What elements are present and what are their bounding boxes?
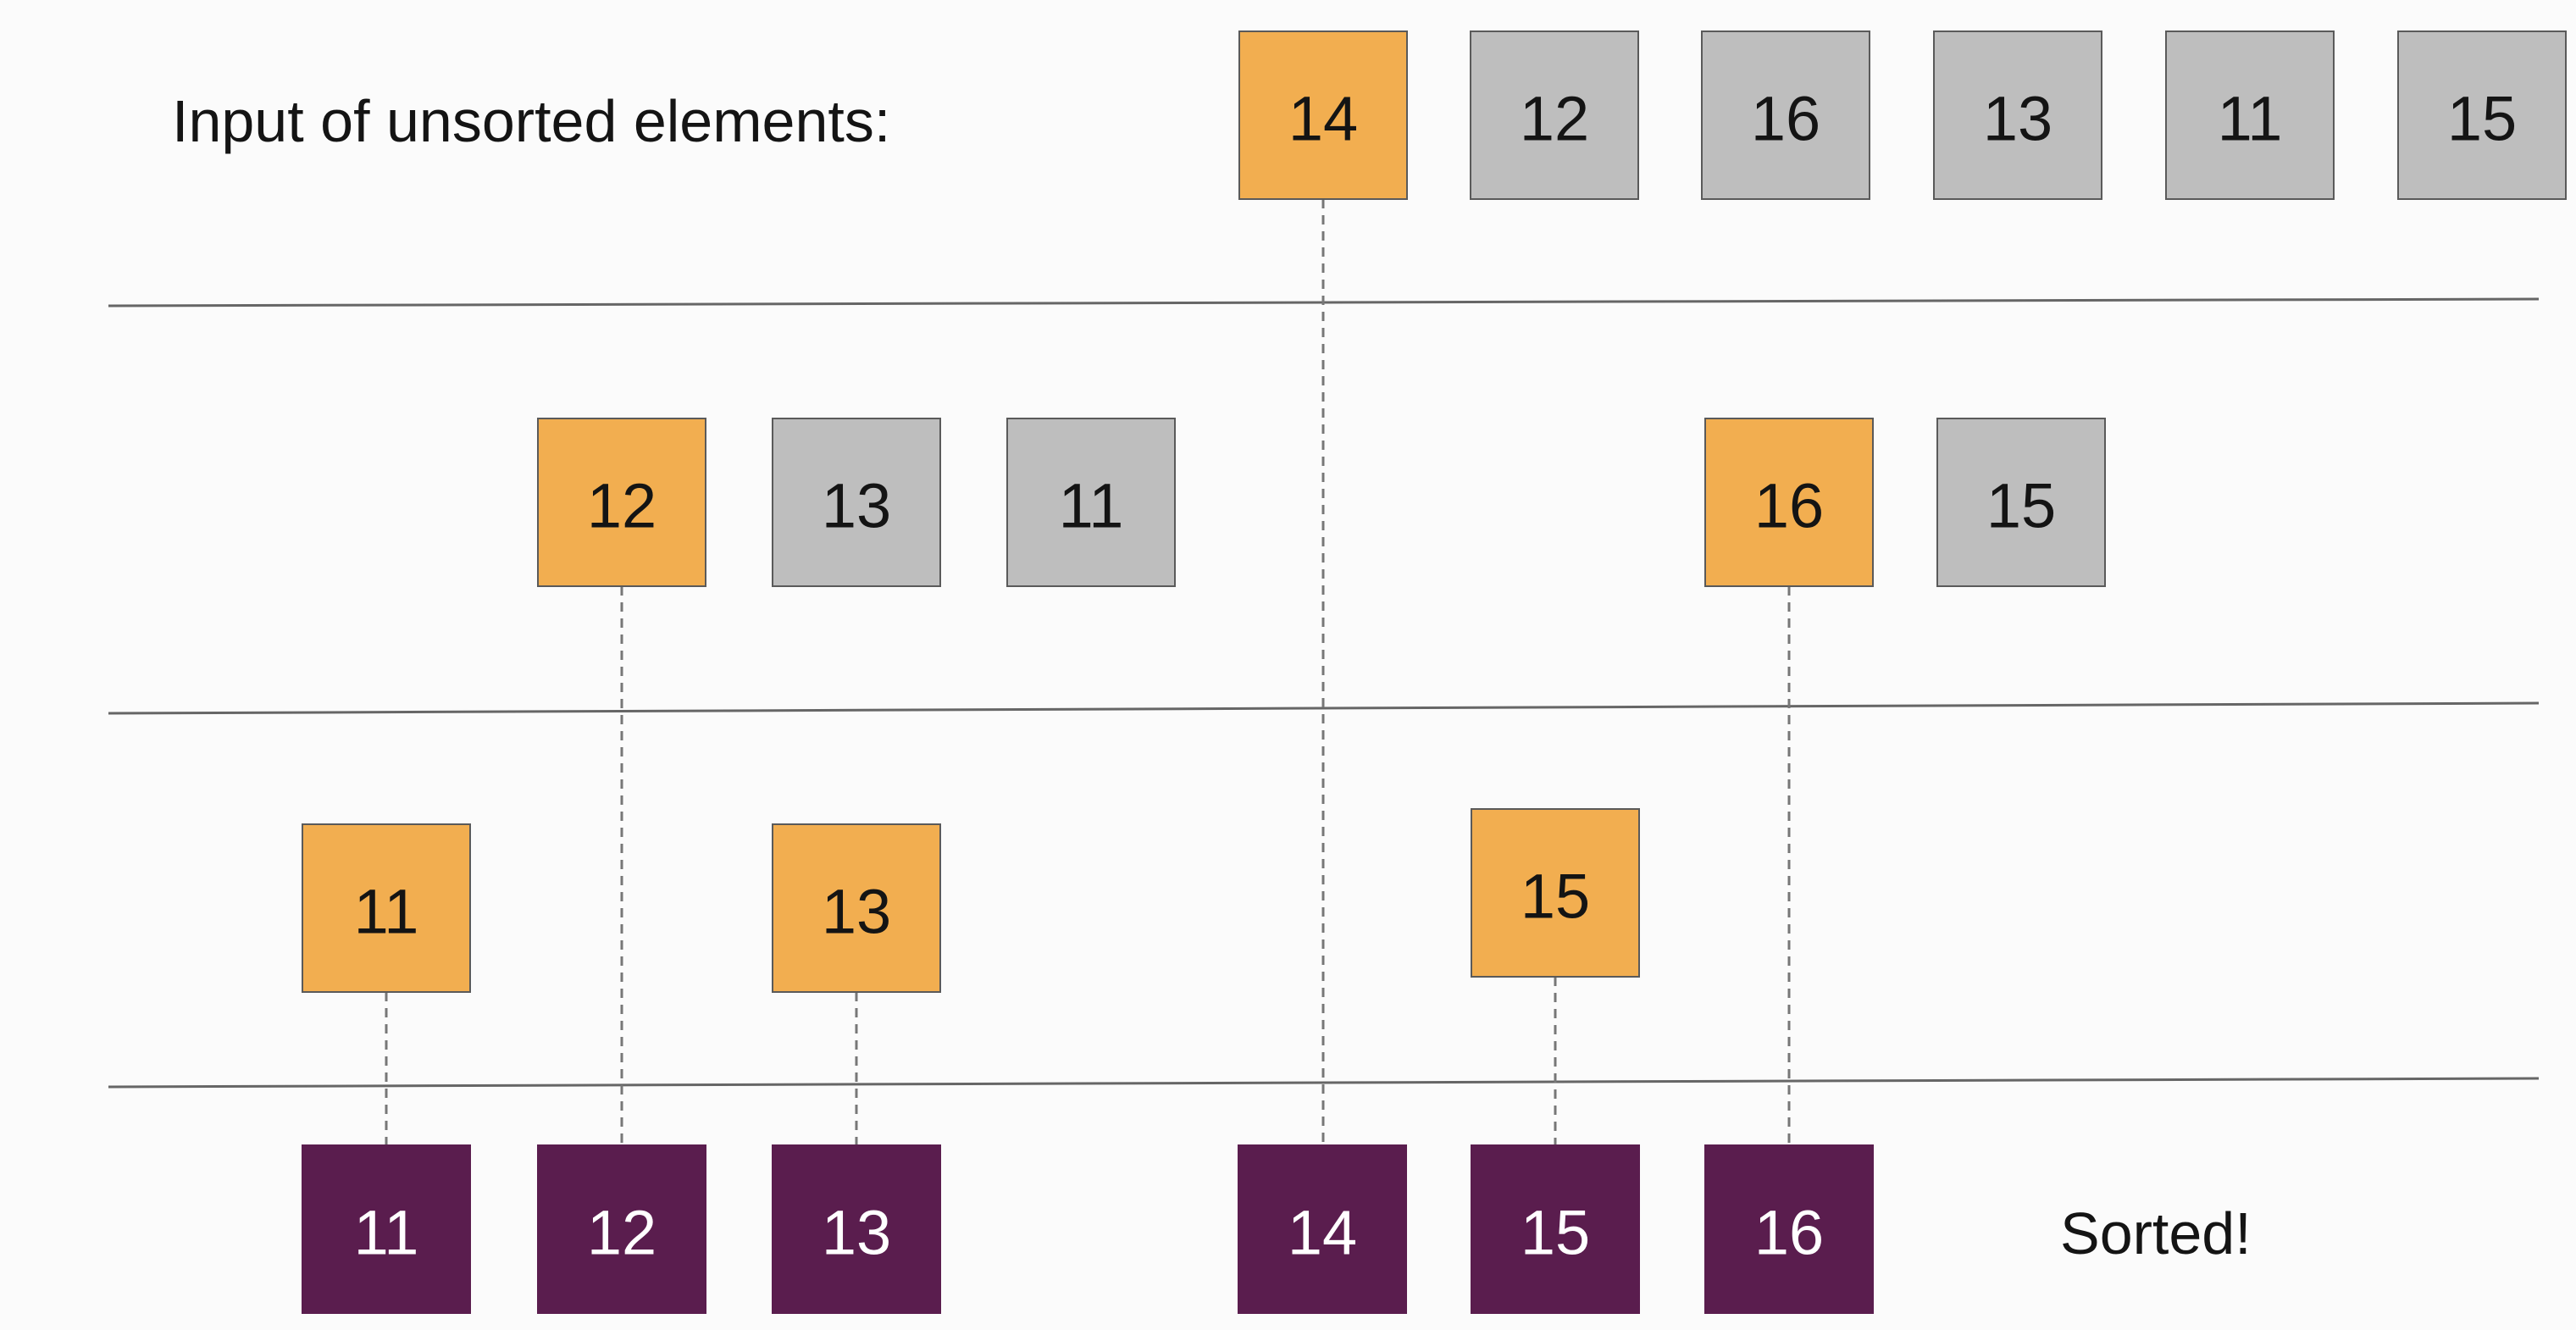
- element-box-bg: [302, 1144, 471, 1314]
- element-value: 11: [354, 877, 419, 947]
- pivot-element-box: 15: [1471, 808, 1640, 978]
- element-value: 14: [1288, 84, 1358, 154]
- element-box-bg: [2165, 30, 2335, 200]
- element-boxes: 14 12 16 13 11 15 12 13 11 16 15 11 13 15 11 12 13 14 15 16: [302, 30, 2567, 1314]
- sorted-element-box: 16: [1704, 1144, 1874, 1314]
- element-box-bg: [1470, 30, 1639, 200]
- element-box-bg: [1238, 1144, 1407, 1314]
- element-value: 14: [1288, 1198, 1357, 1268]
- element-value: 16: [1751, 84, 1820, 154]
- sorted-element-box: 12: [537, 1144, 706, 1314]
- connectors: [385, 199, 1791, 1145]
- element-box-bg: [537, 1144, 706, 1314]
- element-box-bg: [1238, 30, 1408, 200]
- element-value: 13: [822, 877, 891, 947]
- element-box-bg: [2397, 30, 2567, 200]
- unsorted-element-box: 13: [772, 418, 941, 587]
- element-box-bg: [1471, 1144, 1640, 1314]
- sorted-element-box: 11: [302, 1144, 471, 1314]
- element-value: 16: [1754, 471, 1824, 541]
- element-value: 12: [1520, 84, 1589, 154]
- element-box-bg: [1471, 808, 1640, 978]
- pivot-element-box: 16: [1704, 418, 1874, 587]
- unsorted-element-box: 13: [1933, 30, 2102, 200]
- element-value: 15: [1521, 1198, 1590, 1268]
- element-box-bg: [1704, 418, 1874, 587]
- element-value: 15: [1986, 471, 2056, 541]
- element-box-bg: [1704, 1144, 1874, 1314]
- element-box-bg: [772, 823, 941, 993]
- element-value: 16: [1754, 1198, 1824, 1268]
- element-value: 12: [587, 1198, 656, 1268]
- pivot-element-box: 12: [537, 418, 706, 587]
- element-value: 15: [1521, 862, 1590, 932]
- element-box-bg: [1933, 30, 2102, 200]
- element-box-bg: [302, 823, 471, 993]
- sorted-element-box: 14: [1238, 1144, 1407, 1314]
- unsorted-element-box: 15: [2397, 30, 2567, 200]
- unsorted-element-box: 12: [1470, 30, 1639, 200]
- input-label: Input of unsorted elements:: [172, 88, 890, 154]
- unsorted-element-box: 11: [1006, 418, 1176, 587]
- row-sorted: 11 12 13 14 15 16: [302, 1144, 1874, 1314]
- unsorted-element-box: 11: [2165, 30, 2335, 200]
- element-value: 11: [1059, 471, 1124, 541]
- row-input: 14 12 16 13 11 15: [1238, 30, 2567, 200]
- unsorted-element-box: 15: [1936, 418, 2106, 587]
- element-value: 11: [354, 1198, 419, 1268]
- pivot-element-box: 11: [302, 823, 471, 993]
- row-divider-3: [108, 1077, 2540, 1089]
- element-box-bg: [772, 1144, 941, 1314]
- element-box-bg: [772, 418, 941, 587]
- row-divider-2: [108, 701, 2540, 715]
- sorted-element-box: 13: [772, 1144, 941, 1314]
- element-value: 13: [1983, 84, 2052, 154]
- pivot-element-box: 14: [1238, 30, 1408, 200]
- element-box-bg: [537, 418, 706, 587]
- row-level-2: 12 13 11 16 15: [537, 418, 2106, 587]
- element-value: 11: [2218, 84, 2283, 154]
- pivot-element-box: 13: [772, 823, 941, 993]
- element-value: 13: [822, 471, 891, 541]
- sorted-element-box: 15: [1471, 1144, 1640, 1314]
- element-value: 15: [2447, 84, 2517, 154]
- sorted-label: Sorted!: [2060, 1200, 2252, 1266]
- element-value: 12: [587, 471, 656, 541]
- element-box-bg: [1006, 418, 1176, 587]
- row-level-3: 11 13 15: [302, 808, 1640, 993]
- element-box-bg: [1936, 418, 2106, 587]
- element-box-bg: [1701, 30, 1870, 200]
- unsorted-element-box: 16: [1701, 30, 1870, 200]
- element-value: 13: [822, 1198, 891, 1268]
